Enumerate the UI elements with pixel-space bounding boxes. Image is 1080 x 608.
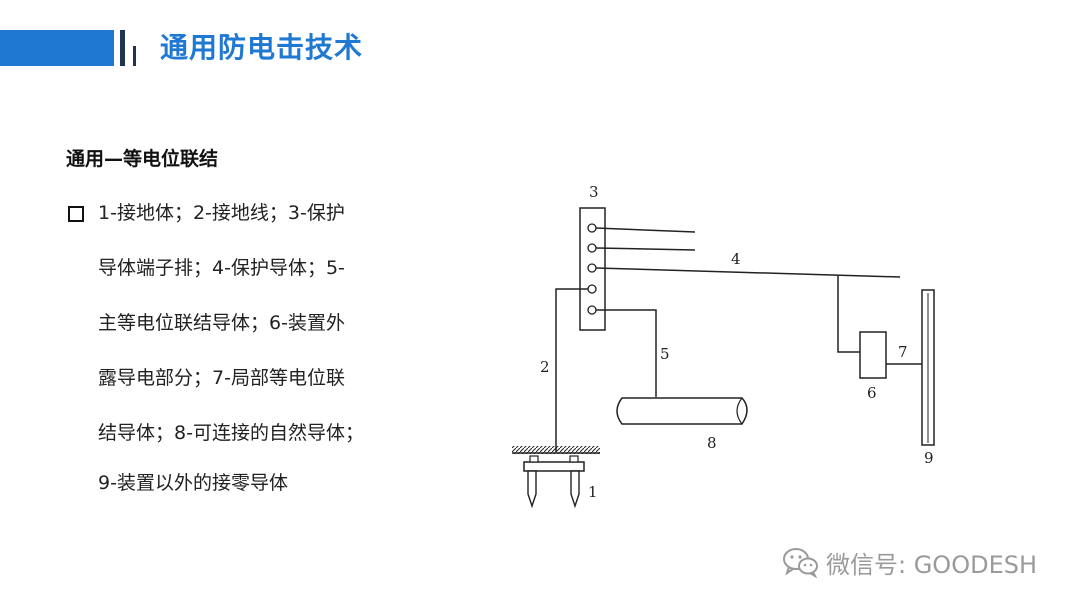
main-bonding-conductor-5 bbox=[596, 309, 657, 397]
header-stripe-short bbox=[133, 46, 136, 66]
description-line: 1-接地体；2-接地线；3-保护 bbox=[98, 202, 345, 224]
natural-conductor-pipe-8 bbox=[616, 397, 748, 425]
protective-conductor-4 bbox=[595, 267, 901, 278]
description-line: 露导电部分；7-局部等电位联 bbox=[98, 367, 345, 389]
square-bullet-icon bbox=[68, 206, 84, 222]
bonding-drop-line bbox=[837, 276, 860, 353]
protective-conductor-line bbox=[595, 247, 696, 251]
header-stripe bbox=[120, 30, 125, 66]
description-line: 结导体；8-可连接的自然导体； bbox=[98, 422, 364, 444]
diagram-label-5: 5 bbox=[660, 345, 670, 363]
exposed-conductive-part-6 bbox=[859, 331, 887, 379]
earthing-conductor-2 bbox=[555, 288, 588, 452]
protective-conductor-line bbox=[595, 227, 696, 233]
earth-electrode-1 bbox=[512, 446, 600, 509]
terminal-block bbox=[579, 207, 606, 331]
header-accent-bar bbox=[0, 30, 114, 66]
diagram-label-1: 1 bbox=[588, 483, 598, 501]
external-conductor-9 bbox=[921, 289, 935, 446]
diagram-label-4: 4 bbox=[731, 250, 741, 268]
diagram-label-3: 3 bbox=[589, 183, 599, 201]
watermark-text: 微信号: GOODESH bbox=[826, 550, 1038, 579]
diagram-label-6: 6 bbox=[867, 384, 877, 402]
page-title: 通用防电击技术 bbox=[160, 31, 364, 64]
diagram-label-9: 9 bbox=[924, 449, 934, 467]
diagram-label-2: 2 bbox=[540, 358, 550, 376]
diagram-label-7: 7 bbox=[898, 343, 908, 361]
diagram-label-8: 8 bbox=[707, 434, 717, 452]
description-line: 主等电位联结导体；6-装置外 bbox=[98, 312, 345, 334]
wechat-icon bbox=[783, 548, 818, 578]
equipotential-bonding-diagram: 3 4 5 2 7 6 8 9 1 bbox=[512, 183, 935, 509]
description-line: 9-装置以外的接零导体 bbox=[98, 472, 288, 494]
description-line: 导体端子排；4-保护导体；5- bbox=[98, 257, 345, 279]
watermark: 微信号: GOODESH bbox=[782, 542, 1037, 582]
section-heading: 通用—等电位联结 bbox=[66, 148, 219, 170]
